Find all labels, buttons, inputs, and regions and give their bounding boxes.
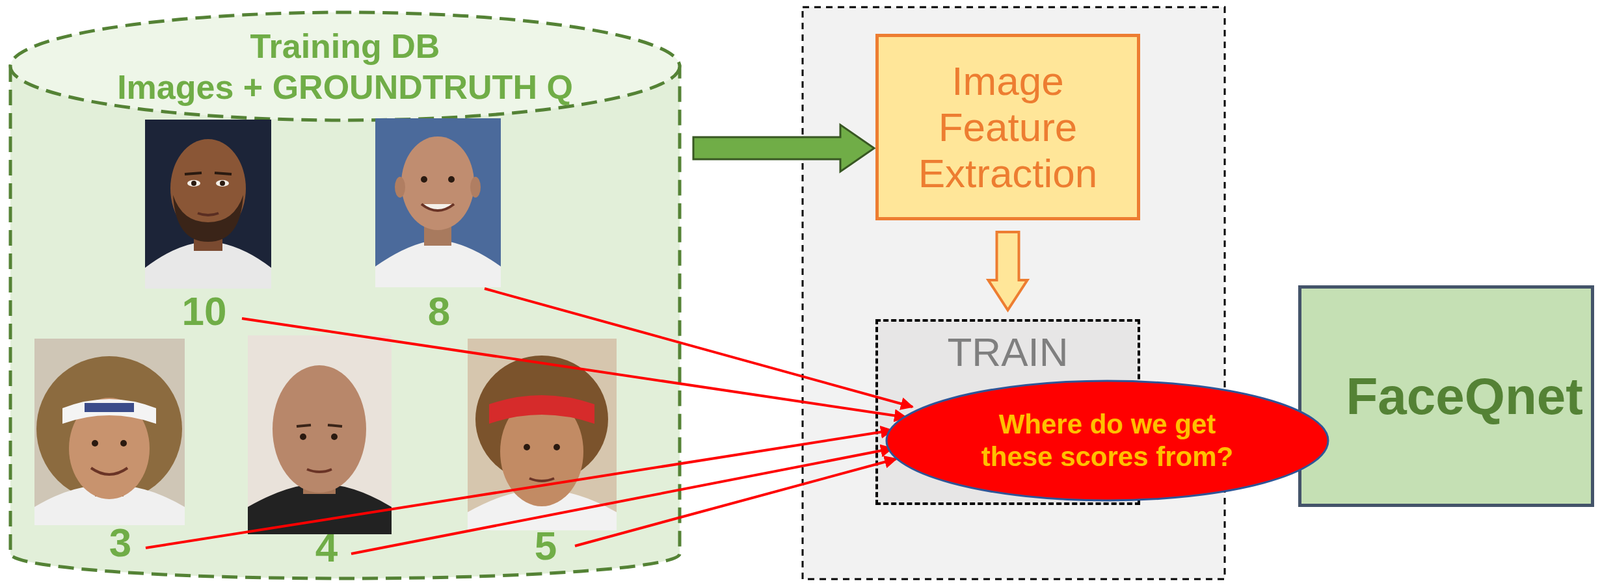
eye — [523, 444, 531, 451]
photo-background — [375, 118, 501, 288]
callout-ellipse: Where do we get these scores from? — [884, 379, 1331, 503]
node-label: FaceQnet — [1345, 368, 1584, 426]
headband — [62, 399, 157, 425]
pupil — [191, 180, 197, 187]
eyebrows — [184, 173, 232, 175]
cylinder-body — [10, 66, 680, 579]
photo-background — [467, 338, 617, 531]
photo-background — [34, 338, 185, 526]
eyebrows — [296, 425, 343, 427]
eye — [120, 440, 127, 447]
smile — [421, 204, 454, 211]
score-holder: 4 — [267, 528, 386, 569]
eye — [331, 433, 338, 441]
node-label: Training DB — [250, 26, 441, 67]
model-box: FaceQnet — [1298, 285, 1595, 508]
score-number: 5 — [534, 526, 557, 567]
headband — [489, 395, 595, 425]
score-number: 4 — [315, 528, 338, 569]
ear — [394, 176, 406, 198]
mouth — [197, 213, 219, 216]
mouth — [306, 469, 332, 473]
eye — [215, 180, 229, 187]
leader-arrow — [484, 288, 913, 408]
head — [272, 365, 367, 494]
block-arrow — [693, 124, 875, 172]
pupil — [219, 180, 226, 187]
node-label: TRAIN — [947, 332, 1069, 373]
cylinder-top — [10, 12, 680, 121]
score-holder: 5 — [487, 526, 605, 567]
eye — [91, 440, 99, 447]
score-number: 8 — [427, 291, 451, 332]
face-photo — [145, 119, 272, 289]
face-photo — [467, 338, 617, 531]
beard — [173, 195, 244, 242]
node-label: Image Feature Extraction — [904, 57, 1113, 198]
score-holder: 3 — [61, 522, 179, 564]
eye — [420, 176, 428, 183]
eye — [187, 180, 201, 187]
process-box: Image Feature Extraction — [875, 33, 1141, 221]
photo-background — [145, 119, 272, 289]
photo-background — [247, 335, 392, 535]
eye — [553, 444, 560, 451]
eye — [448, 176, 455, 183]
hair — [36, 356, 183, 503]
score-number: 3 — [109, 522, 132, 564]
block-arrow — [988, 232, 1028, 311]
headband-logo — [84, 403, 134, 413]
head — [401, 136, 475, 231]
ellipse-outline — [884, 379, 1331, 503]
score-number: 10 — [182, 291, 227, 332]
face-photo — [375, 118, 501, 288]
eye — [299, 433, 307, 441]
node-label: Where do we get these scores from? — [967, 408, 1248, 475]
mouth — [529, 478, 555, 482]
shirt — [375, 241, 501, 288]
score-holder: 10 — [145, 291, 263, 332]
face-photo — [34, 338, 185, 526]
node-sublabel: Images + GROUNDTRUTH Q — [117, 66, 574, 108]
ellipse-shape — [886, 381, 1329, 501]
smile — [91, 468, 128, 475]
ear — [470, 176, 481, 198]
face-photo — [247, 335, 392, 535]
score-holder: 8 — [380, 291, 498, 332]
